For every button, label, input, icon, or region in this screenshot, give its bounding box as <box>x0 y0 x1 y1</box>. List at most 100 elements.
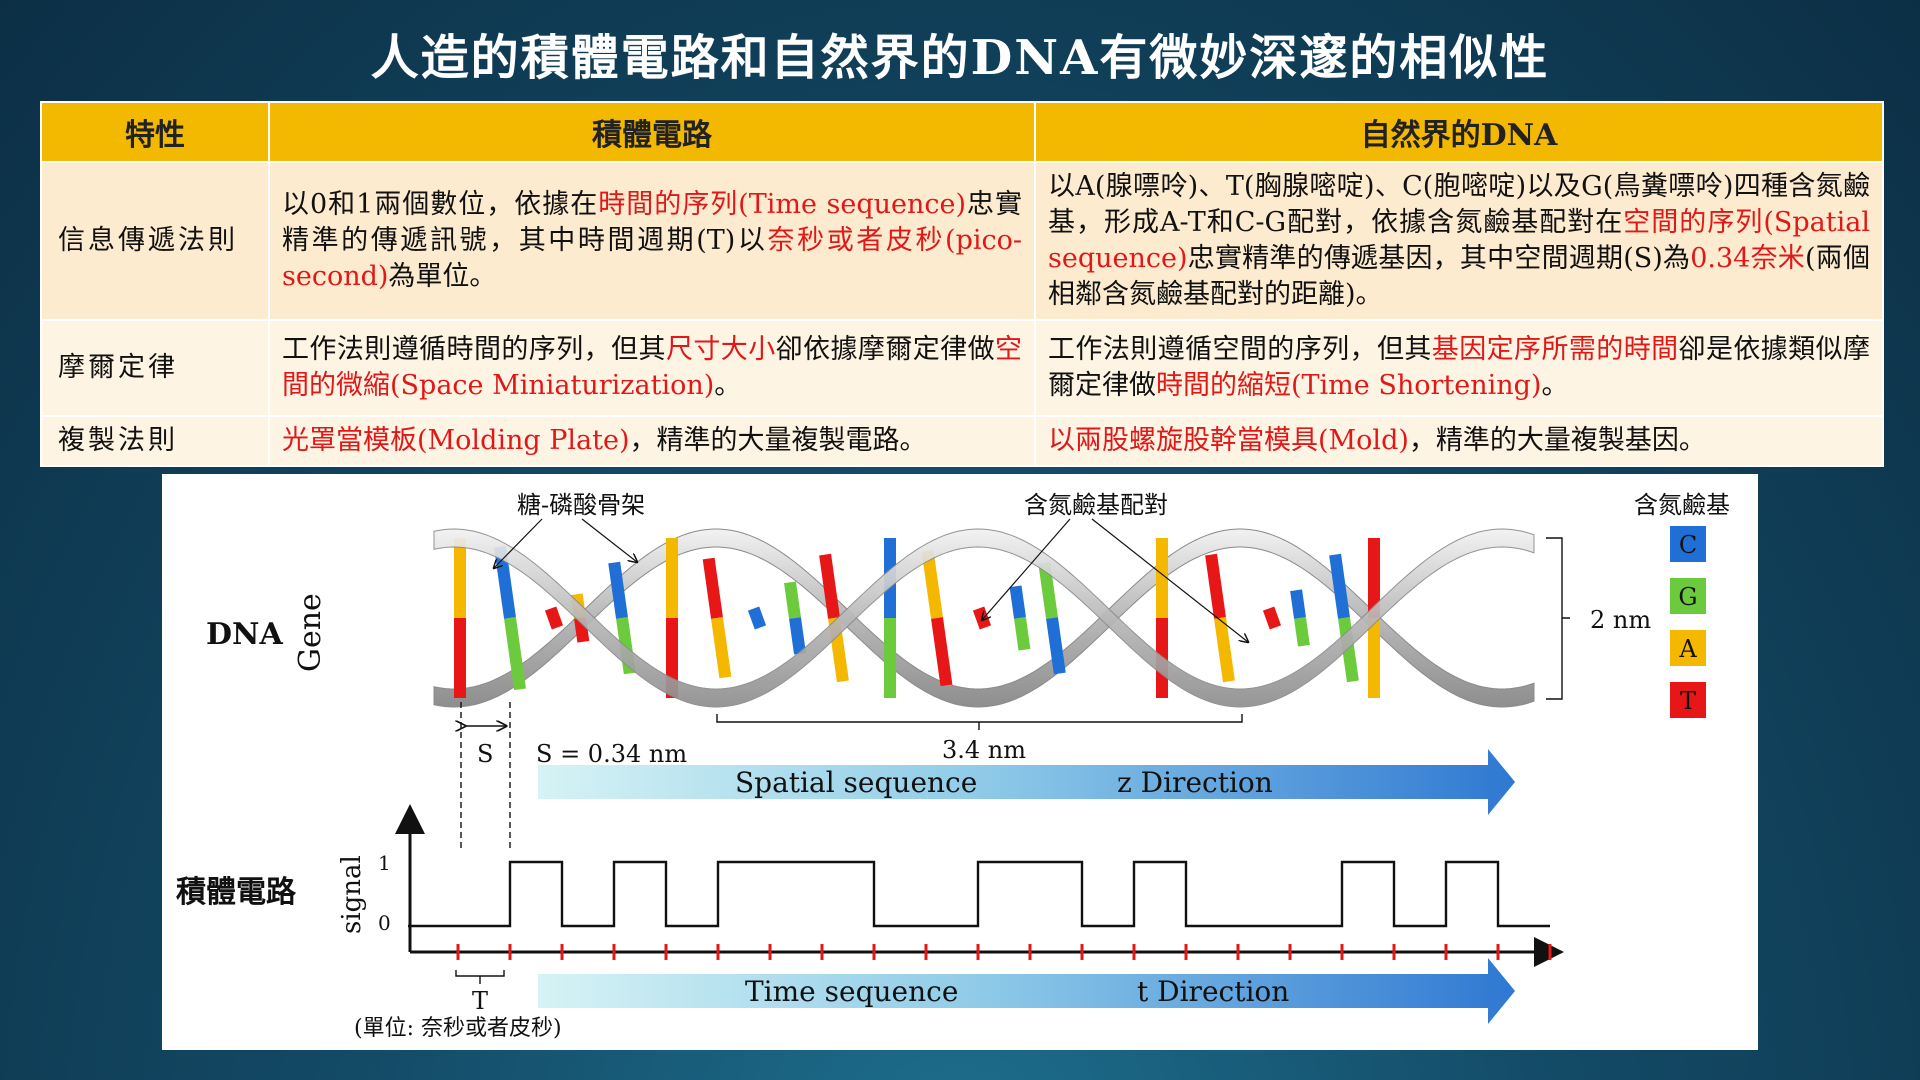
highlight-text: 以兩股螺旋股幹當模具(Mold) <box>1048 425 1409 456</box>
t-label: T <box>472 987 488 1015</box>
pitch-label: 3.4 nm <box>942 736 1026 764</box>
body-text: (兩個相鄰含氮鹼基配對的距離)。 <box>1048 243 1870 310</box>
legend-letter: C <box>1679 531 1697 559</box>
legend-swatch <box>1670 578 1706 614</box>
body-text: ，精準的大量複製電路。 <box>629 425 927 456</box>
table-row: 信息傳遞法則 以0和1兩個數位，依據在時間的序列(Time sequence)忠… <box>40 161 1884 321</box>
body-text: 以0和1兩個數位，依據在 <box>282 189 599 220</box>
base-G <box>884 618 896 698</box>
legend-swatch <box>1670 526 1706 562</box>
legend-swatch <box>1670 630 1706 666</box>
table-row: 摩爾定律 工作法則遵循時間的序列，但其尺寸大小卻依據摩爾定律做空間的微縮(Spa… <box>40 319 1884 417</box>
dna-label: DNA <box>206 617 283 652</box>
table-row: 複製法則 光罩當模板(Molding Plate)，精準的大量複製電路。 以兩股… <box>40 415 1884 467</box>
base-A <box>711 617 732 679</box>
highlight-text: 奈秒或者皮秒(pico-second) <box>282 225 1023 292</box>
dna-helix <box>433 528 1535 708</box>
dna-cell: 以A(腺嘌呤)、T(胸腺嘧啶)、C(胞嘧啶)以及G(鳥糞嘌呤)四種含氮鹼基，形成… <box>1034 161 1884 321</box>
pair-pointer <box>982 518 1071 620</box>
base-G <box>1294 617 1310 647</box>
legend-swatch <box>1670 682 1706 718</box>
base-T <box>544 606 564 630</box>
base-C <box>1329 553 1350 619</box>
pair-label: 含氮鹼基配對 <box>1024 491 1168 519</box>
body-text: 為單位。 <box>388 261 497 292</box>
body-text: 工作法則遵循時間的序列，但其 <box>282 334 666 365</box>
base-G <box>504 617 526 691</box>
gene-label: Gene <box>293 593 328 672</box>
base-G <box>1038 561 1058 619</box>
base-C <box>747 606 767 630</box>
backbone-strand <box>433 528 1535 708</box>
page-title: 人造的積體電路和自然界的DNA有微妙深邃的相似性 <box>370 30 1550 86</box>
base-A <box>454 538 466 618</box>
pitch-bracket <box>716 714 1243 730</box>
ic-cell: 光罩當模板(Molding Plate)，精準的大量複製電路。 <box>268 415 1036 467</box>
base-G <box>1338 617 1359 683</box>
base-C <box>608 561 628 619</box>
body-text: 卻是依據類似摩爾定律做 <box>1048 334 1871 401</box>
base-C <box>1009 585 1026 619</box>
base-T <box>972 606 992 630</box>
body-text: 。 <box>714 370 742 401</box>
body-text: ，精準的大量複製基因。 <box>1408 425 1706 456</box>
ic-cell: 工作法則遵循時間的序列，但其尺寸大小卻依據摩爾定律做空間的微縮(Space Mi… <box>268 319 1036 417</box>
backbone-pointer <box>581 518 637 562</box>
header-dna: 自然界的DNA <box>1034 101 1884 163</box>
base-T <box>454 618 466 698</box>
base-A <box>666 538 678 618</box>
t-unit-label: (單位: 奈秒或者皮秒) <box>354 1016 562 1041</box>
legend-title: 含氮鹼基 <box>1634 491 1730 519</box>
body-text: 以A(腺嘌呤)、T(胸腺嘧啶)、C(胞嘧啶)以及G(鳥糞嘌呤)四種含氮鹼基，形成… <box>1048 171 1870 238</box>
body-text: 。 <box>1541 370 1569 401</box>
time-arrow-left: Time sequence <box>745 975 958 1008</box>
header-property: 特性 <box>40 101 270 163</box>
row-label: 複製法則 <box>40 415 270 467</box>
comparison-table: 特性 積體電路 自然界的DNA 信息傳遞法則 以0和1兩個數位，依據在時間的序列… <box>40 101 1884 467</box>
spatial-sequence-arrow <box>538 749 1515 815</box>
base-G <box>784 581 801 619</box>
table-header-row: 特性 積體電路 自然界的DNA <box>40 101 1884 163</box>
backbone-label: 糖-磷酸骨架 <box>517 491 645 519</box>
backbone-strand <box>433 528 1535 708</box>
base-T <box>702 557 723 619</box>
pair-pointer <box>1091 518 1248 642</box>
row-label: 摩爾定律 <box>40 319 270 417</box>
legend-letter: G <box>1678 583 1697 611</box>
header-ic: 積體電路 <box>268 101 1036 163</box>
legend-letter: A <box>1678 635 1697 663</box>
time-arrow-right: t Direction <box>1137 975 1289 1008</box>
base-A <box>1214 617 1235 683</box>
body-text: 忠實精準的傳遞基因，其中空間週期(S)為 <box>1187 243 1691 274</box>
clock-ticks <box>456 944 1552 960</box>
body-text: 卻依據摩爾定律做 <box>775 334 996 365</box>
ic-label: 積體電路 <box>176 875 297 910</box>
base-A <box>921 549 943 619</box>
level-0-label: 0 <box>378 911 391 935</box>
s-value-label: S = 0.34 nm <box>536 740 687 768</box>
base-T <box>1205 553 1226 619</box>
width-bracket <box>1546 537 1570 700</box>
width-label: 2 nm <box>1590 606 1651 634</box>
base-A <box>1156 538 1168 618</box>
base-T <box>1262 606 1282 630</box>
base-C <box>1290 589 1306 619</box>
backbone-pointer <box>494 518 543 568</box>
time-sequence-arrow <box>538 958 1515 1024</box>
body-text: 工作法則遵循空間的序列，但其 <box>1048 334 1432 365</box>
base-C <box>1046 617 1066 675</box>
signal-label: signal <box>337 855 367 934</box>
base-T <box>931 617 953 687</box>
spatial-arrow-left: Spatial sequence <box>735 766 977 799</box>
row-label: 信息傳遞法則 <box>40 161 270 321</box>
spatial-arrow-right: z Direction <box>1117 766 1273 799</box>
ic-cell: 以0和1兩個數位，依據在時間的序列(Time sequence)忠實精準的傳遞訊… <box>268 161 1036 321</box>
highlight-text: 空間的序列(Spatial sequence) <box>1048 207 1870 274</box>
level-1-label: 1 <box>378 851 391 875</box>
base-T <box>1368 538 1380 618</box>
base-A <box>1368 618 1380 698</box>
base-T <box>819 553 840 619</box>
